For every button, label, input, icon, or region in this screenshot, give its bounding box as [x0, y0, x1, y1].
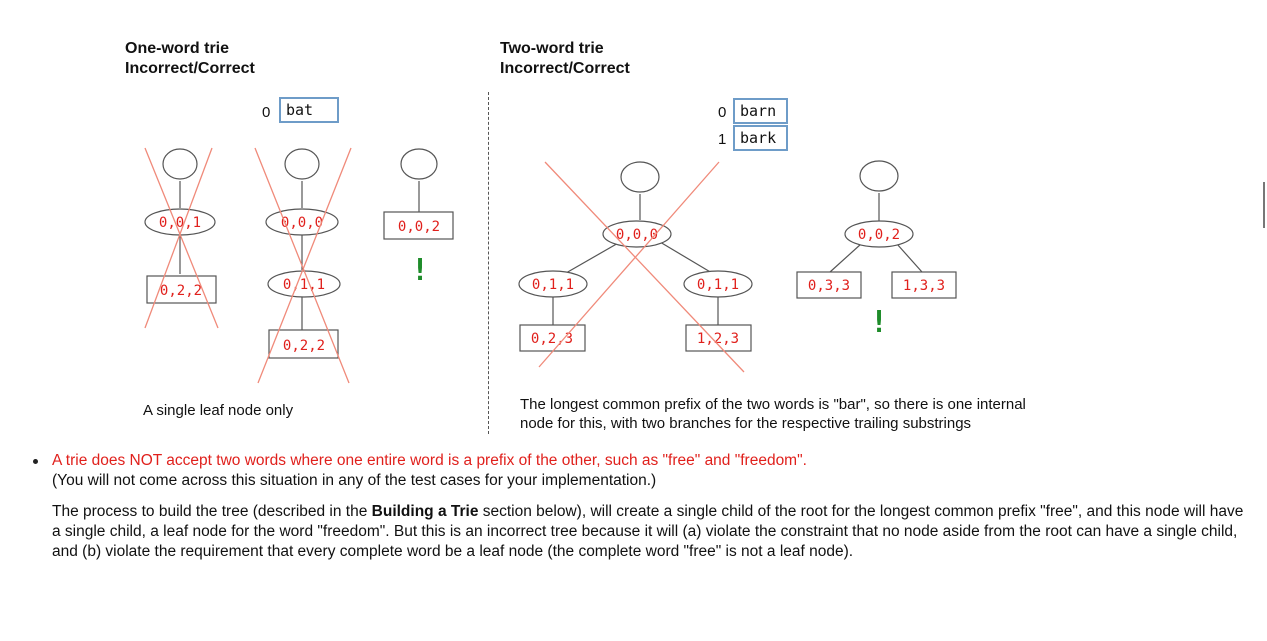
- bullet-icon: [33, 459, 38, 464]
- leaf-node: [146, 275, 217, 304]
- one-word-heading: One-word trie Incorrect/Correct: [125, 40, 255, 77]
- word-index: 1: [718, 131, 727, 148]
- leaf-node: [685, 324, 752, 352]
- paragraph-text: section below), will create a single chi…: [52, 503, 1244, 560]
- node-label: 0,0,0: [616, 227, 658, 243]
- node-label: 0,0,0: [281, 215, 323, 231]
- node-label: 0,0,2: [398, 219, 440, 235]
- trie-node: [844, 220, 914, 248]
- leaf-node: [268, 329, 339, 359]
- explanation-paragraph: The process to build the tree (described…: [52, 502, 1255, 562]
- section-reference: Building a Trie: [371, 503, 479, 520]
- root-node: [400, 148, 438, 180]
- leaf-node: [891, 271, 957, 299]
- section-divider: [488, 92, 489, 434]
- word-box: bark: [733, 125, 788, 151]
- caption-line: node for this, with two branches for the…: [520, 415, 972, 432]
- node-label: 0,0,2: [858, 227, 900, 243]
- node-label: 0,3,3: [808, 278, 850, 294]
- node-label: 0,1,1: [283, 277, 325, 293]
- warning-text: A trie does NOT accept two words where o…: [52, 452, 807, 469]
- node-label: 1,2,3: [697, 331, 739, 347]
- root-node: [284, 148, 320, 180]
- scrollbar-thumb[interactable]: [1263, 182, 1265, 228]
- two-word-caption: The longest common prefix of the two wor…: [520, 395, 1026, 433]
- one-word-caption: A single leaf node only: [143, 402, 294, 419]
- list-item: A trie does NOT accept two words where o…: [30, 451, 1255, 562]
- word-index: 0: [718, 104, 727, 121]
- trie-node: [265, 208, 339, 236]
- node-label: 0,1,1: [532, 277, 574, 293]
- trie-diagram-e: 0,0,2 0,3,3 1,3,3: [796, 160, 957, 299]
- node-label: 0,2,2: [160, 283, 202, 299]
- root-node: [162, 148, 198, 180]
- leaf-node: [383, 211, 454, 240]
- trie-diagram-b: 0,0,0 0,1,1 0,2,2: [254, 147, 352, 384]
- root-node: [859, 160, 899, 192]
- cross-mark: [538, 161, 720, 368]
- trie-diagram-a: 0,0,1 0,2,2: [144, 147, 219, 329]
- cross-mark: [257, 147, 352, 384]
- cross-mark: [144, 147, 213, 329]
- trie-node: [683, 270, 753, 298]
- node-label: 0,0,1: [159, 215, 201, 231]
- paragraph-text: The process to build the tree (described…: [52, 503, 372, 520]
- note-list: A trie does NOT accept two words where o…: [30, 451, 1255, 562]
- word-box: barn: [733, 98, 788, 124]
- word-index: 0: [262, 104, 271, 121]
- trie-diagram-d: 0,0,0 0,1,1 0,1,1 0,2,3 1,2,3: [518, 161, 753, 373]
- trie-diagrams: 0,0,1 0,2,2 0,0,0 0,1,1 0,2,2 0,0,2: [144, 147, 957, 384]
- word-box: bat: [279, 97, 339, 123]
- two-word-heading: Two-word trie Incorrect/Correct: [500, 40, 630, 77]
- correct-mark: !: [870, 305, 889, 340]
- node-label: 0,2,2: [283, 338, 325, 354]
- leaf-node: [796, 271, 862, 299]
- cross-mark: [144, 147, 219, 329]
- cross-mark: [254, 147, 350, 384]
- caption-line: The longest common prefix of the two wor…: [520, 396, 1026, 413]
- trie-diagram-c: 0,0,2: [383, 148, 454, 240]
- node-label: 0,2,3: [531, 331, 573, 347]
- node-label: 0,1,1: [697, 277, 739, 293]
- node-label: 1,3,3: [903, 278, 945, 294]
- root-node: [620, 161, 660, 193]
- note-text: (You will not come across this situation…: [52, 472, 657, 489]
- correct-mark: !: [411, 253, 430, 288]
- trie-node: [518, 270, 588, 298]
- cross-mark: [544, 161, 745, 373]
